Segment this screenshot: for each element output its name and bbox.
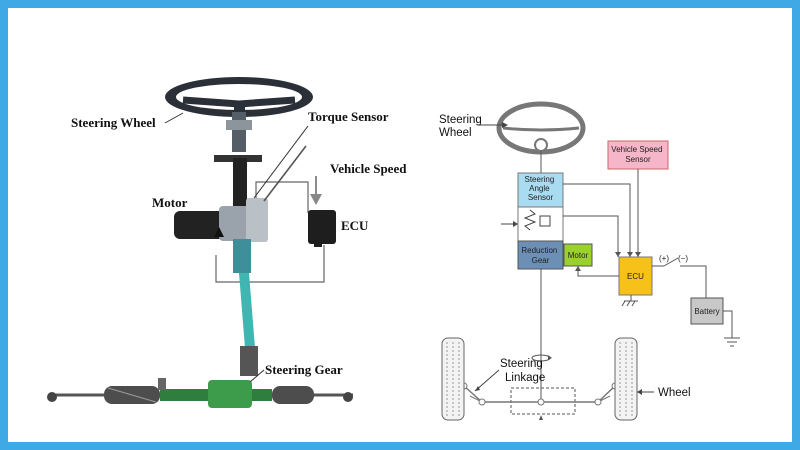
- intermediate-shaft: [233, 239, 258, 376]
- battery-box: [690, 297, 724, 325]
- label-vehicle-speed-sensor: Vehicle Speed Sensor: [611, 145, 664, 164]
- label-steering-wheel: Steering Wheel: [71, 115, 156, 130]
- label-reduction-gear: Reduction Gear: [521, 246, 559, 265]
- label-motor: Motor: [152, 195, 188, 210]
- label-minus-terminal: (−): [678, 254, 688, 263]
- feedback-arrow-icon: [214, 227, 224, 237]
- vehicle-speed-sensor-box: [607, 140, 669, 170]
- leader-steering-gear: [249, 369, 265, 383]
- label-ecu-right: ECU: [627, 272, 644, 281]
- label-torque-sensor: Torque Sensor: [308, 109, 389, 124]
- steering-angle-sensor-box: [517, 172, 564, 208]
- motor-illustration: [174, 198, 268, 242]
- label-steering-wheel-right: Steering Wheel: [439, 114, 485, 139]
- ecu-illustration: [308, 210, 336, 247]
- reduction-gear-box: [517, 240, 564, 270]
- eps-diagram-canvas: Steering Wheel Torque Sensor Vehicle Spe…: [47, 77, 740, 421]
- wheel-left-icon: [441, 337, 465, 421]
- label-steering-gear: Steering Gear: [265, 362, 343, 377]
- label-ecu-left: ECU: [341, 218, 369, 233]
- steering-wheel-illustration: [165, 77, 313, 117]
- steering-linkage-box: [510, 387, 576, 415]
- vehicle-speed-arrow: [310, 176, 322, 205]
- leader-torque-sensor: [253, 125, 309, 199]
- steering-rack: [47, 378, 353, 408]
- label-wheel: Wheel: [658, 387, 691, 399]
- label-steering-angle-sensor: Steering Angle Sensor: [524, 175, 556, 202]
- diagram-frame: Steering Wheel Torque Sensor Vehicle Spe…: [8, 8, 792, 442]
- wheel-right-icon: [614, 337, 638, 421]
- steering-column: [214, 112, 262, 208]
- label-steering-linkage: Steering Linkage: [500, 358, 546, 384]
- steering-wheel-icon: [496, 101, 586, 155]
- label-vehicle-speed: Vehicle Speed: [330, 161, 407, 176]
- right-eps-schematic: [441, 101, 740, 421]
- leader-steering-wheel: [164, 112, 184, 124]
- label-plus-terminal: (+): [659, 254, 669, 263]
- wiring-harness: [215, 145, 325, 283]
- left-eps-assembly: [47, 77, 353, 408]
- label-motor-right: Motor: [568, 251, 589, 260]
- label-battery: Battery: [694, 307, 719, 316]
